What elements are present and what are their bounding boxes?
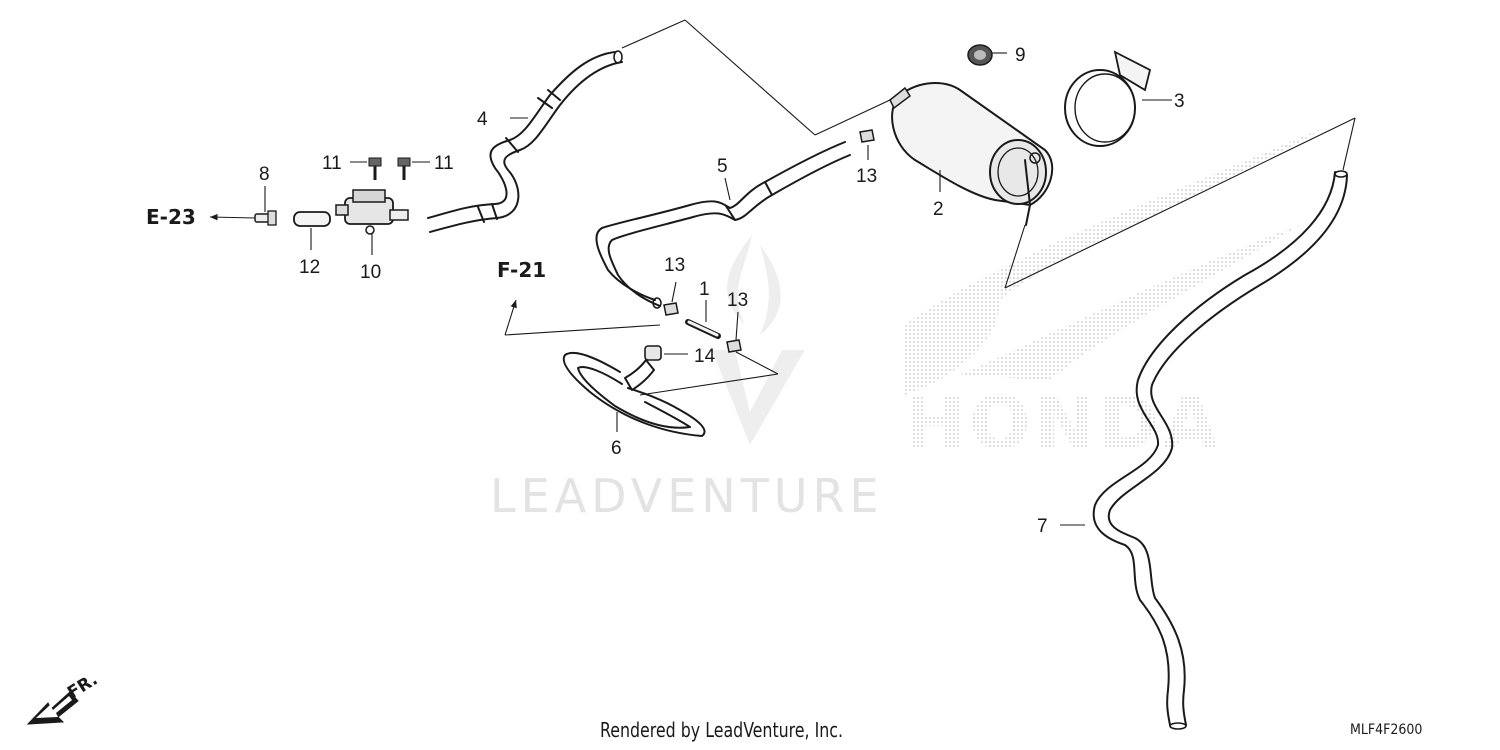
front-direction-arrow: FR. [26, 670, 101, 725]
callout-8: 8 [259, 164, 270, 185]
tube-12 [293, 211, 331, 227]
callout-labels: 1 2 3 4 5 6 7 8 9 10 11 11 12 13 13 13 1… [259, 45, 1185, 537]
screw-11 [368, 157, 411, 180]
callout-10: 10 [360, 262, 381, 283]
callout-11-left: 11 [322, 153, 342, 174]
diagram-code: MLF4F2600 [1350, 722, 1423, 738]
clip-13 [663, 129, 875, 353]
honda-wordmark: HONDA [905, 381, 1222, 465]
callout-6: 6 [611, 438, 622, 459]
callout-13-right: 13 [727, 290, 748, 311]
callout-4: 4 [477, 109, 488, 130]
hose-5 [595, 141, 851, 309]
callout-2: 2 [933, 199, 944, 220]
hose-7 [1092, 170, 1348, 730]
joint-14 [644, 345, 662, 361]
band-3 [1064, 50, 1152, 147]
hose-6 [562, 352, 706, 437]
callout-12: 12 [299, 257, 320, 278]
pin-1 [685, 319, 721, 339]
ref-e23: E-23 [146, 205, 196, 229]
callout-9: 9 [1015, 45, 1026, 66]
hose-4 [427, 50, 623, 233]
leader-lines [209, 19, 1356, 526]
callout-13-top: 13 [856, 166, 877, 187]
cap-9 [967, 44, 993, 66]
valve-10 [335, 189, 409, 235]
canister-2 [889, 82, 1054, 226]
callout-14: 14 [694, 346, 716, 367]
callout-1: 1 [699, 279, 710, 300]
leadventure-wordmark: LEADVENTURE [490, 469, 884, 523]
callout-5: 5 [717, 156, 728, 177]
callout-3: 3 [1174, 91, 1185, 112]
leadventure-watermark: LEADVENTURE [490, 235, 884, 523]
ref-f21: F-21 [497, 258, 546, 282]
joint-8 [254, 210, 277, 226]
callout-11-right: 11 [434, 153, 454, 174]
callout-13-mid: 13 [664, 255, 685, 276]
section-refs: E-23 F-21 [146, 205, 546, 282]
render-credit: Rendered by LeadVenture, Inc. [600, 718, 844, 742]
callout-7: 7 [1037, 516, 1048, 537]
